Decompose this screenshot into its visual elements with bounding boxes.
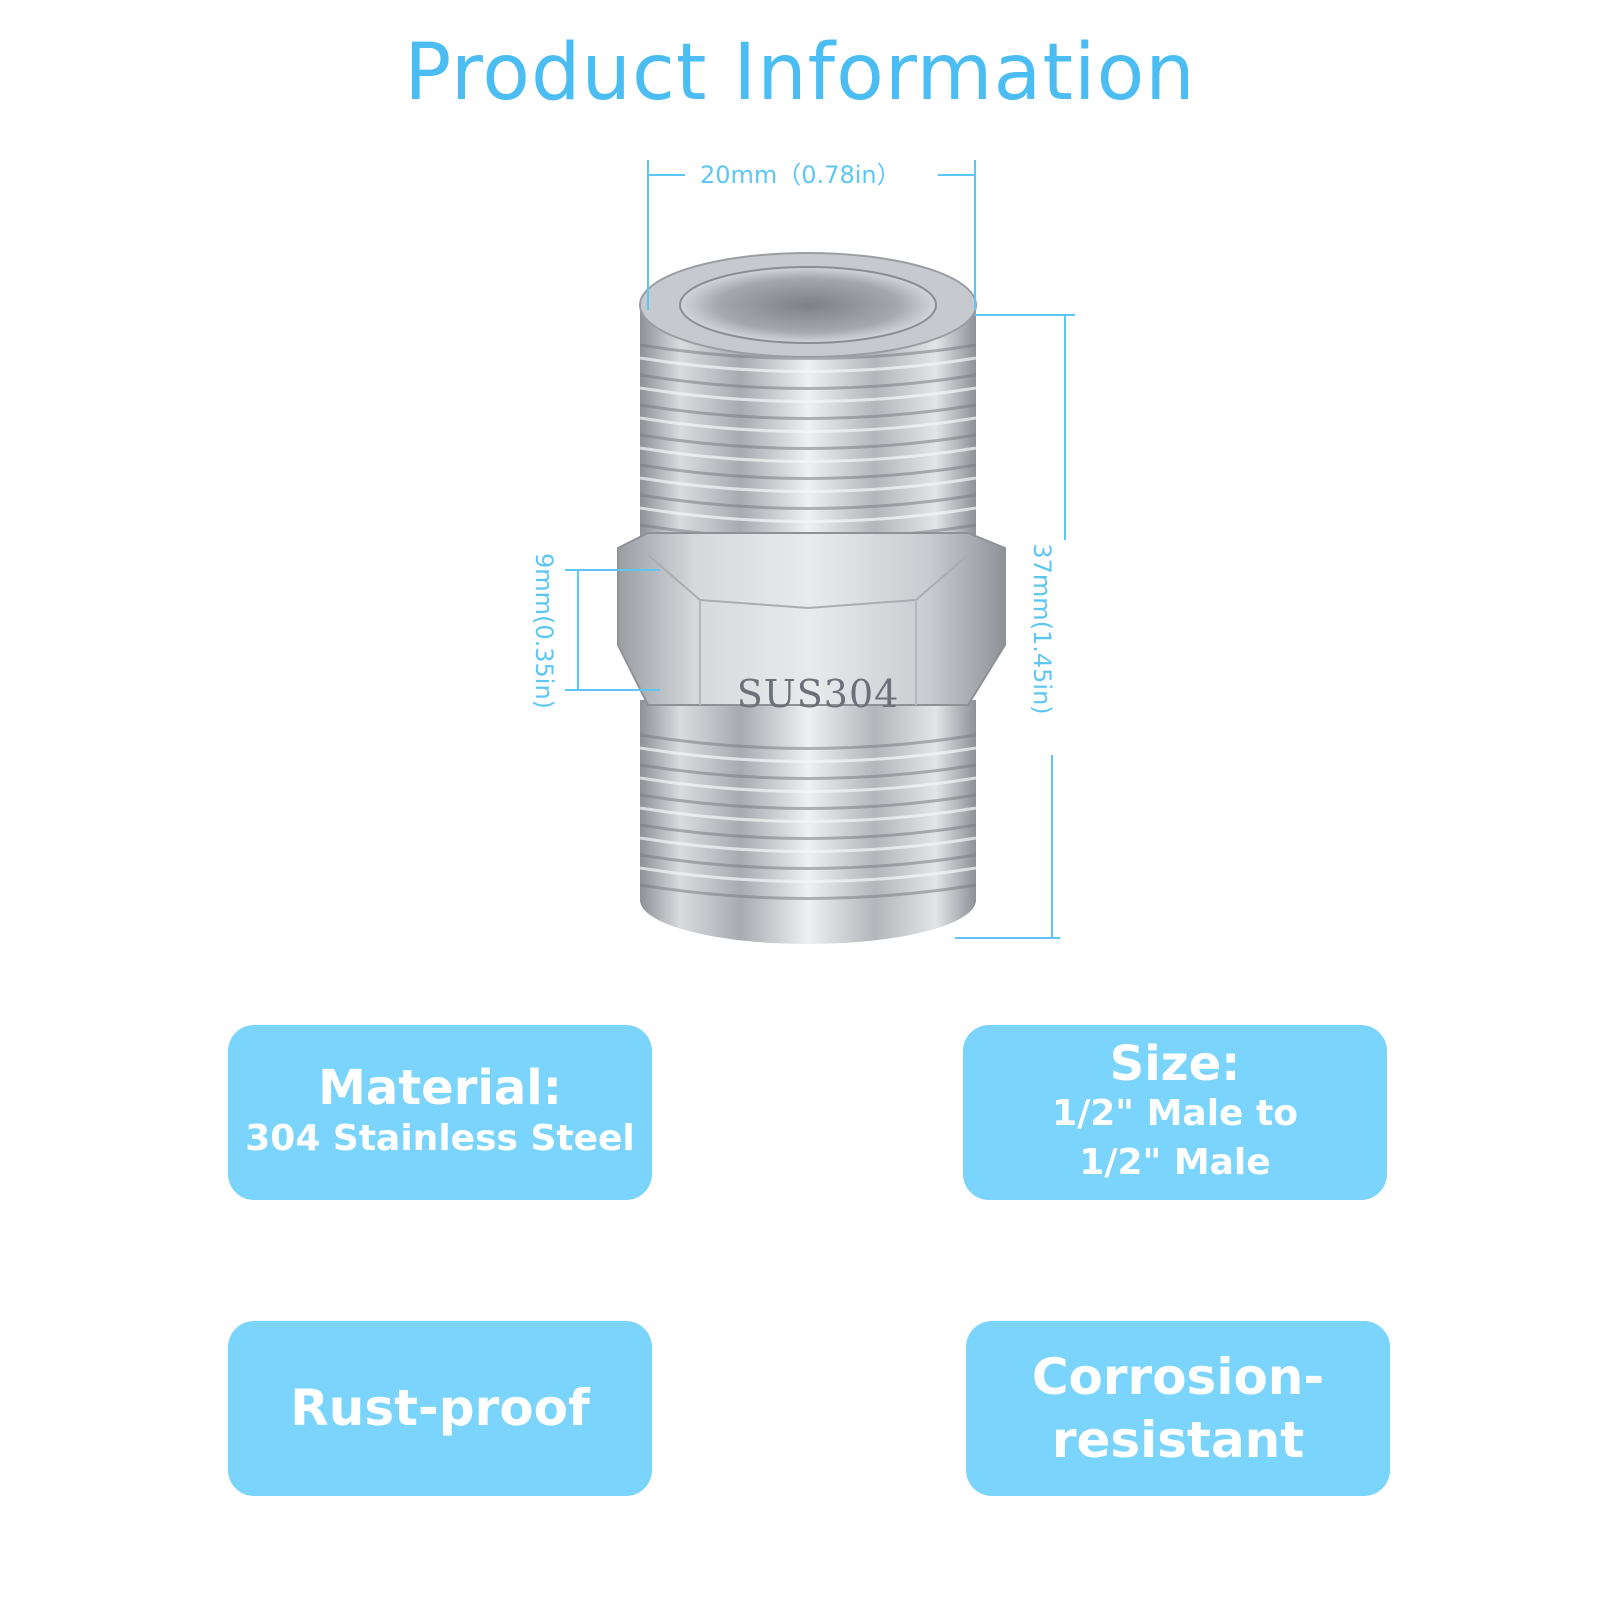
height-dimension-label: 37mm(1.45in) (1028, 543, 1056, 715)
page-title: Product Information (404, 28, 1196, 118)
hex-nut (617, 532, 1006, 706)
dimension-lines (565, 160, 1075, 939)
corrosion-line-1: Corrosion- (1031, 1348, 1325, 1406)
corrosion-resistant-card: Corrosion- resistant (966, 1321, 1390, 1496)
material-card: Material: 304 Stainless Steel (228, 1025, 652, 1200)
sus304-marking: SUS304 (736, 672, 900, 716)
size-card: Size: 1/2" Male to 1/2" Male (963, 1025, 1387, 1200)
bore-opening (679, 266, 937, 344)
product-figure (565, 160, 1075, 944)
size-heading: Size: (1109, 1035, 1241, 1092)
size-line-2: 1/2" Male (1079, 1141, 1271, 1183)
material-value: 304 Stainless Steel (245, 1117, 635, 1159)
material-heading: Material: (318, 1059, 562, 1116)
rust-proof-label: Rust-proof (290, 1379, 590, 1438)
width-dimension-label: 20mm（0.78in） (700, 161, 901, 189)
lower-thread (639, 700, 977, 944)
corrosion-line-2: resistant (1051, 1410, 1305, 1469)
rust-proof-card: Rust-proof (228, 1321, 652, 1496)
hex-dimension-label: 9mm(0.35in) (530, 552, 558, 710)
size-line-1: 1/2" Male to (1052, 1093, 1298, 1135)
